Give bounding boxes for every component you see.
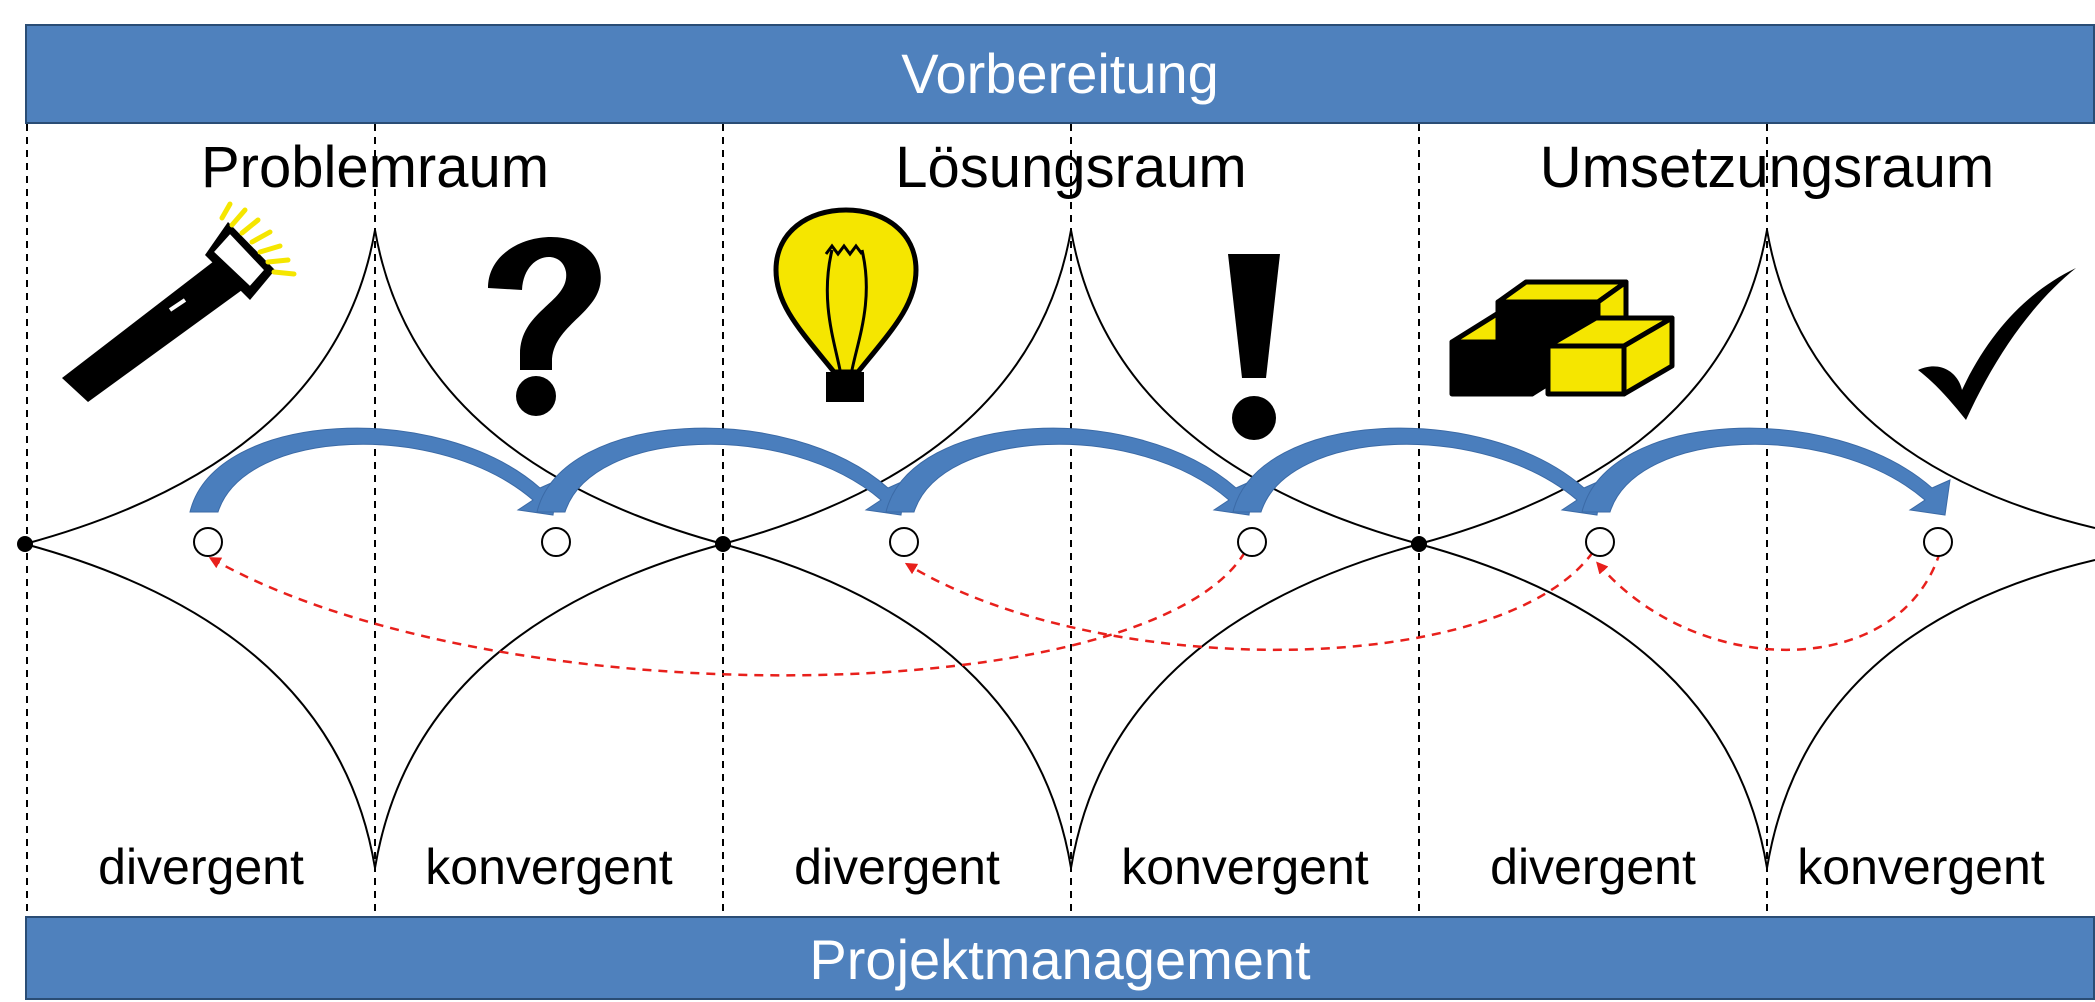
lightbulb-icon (773, 207, 919, 402)
forward-arrow (885, 427, 1255, 516)
footer-band: Projektmanagement (25, 916, 2095, 1000)
forward-arrow (536, 427, 907, 516)
header-title: Vorbereitung (901, 42, 1219, 105)
mode-label-divergent: divergent (1490, 839, 1696, 895)
mode-label-konvergent: konvergent (1797, 839, 2045, 895)
junction-dot (17, 536, 33, 552)
forward-arrow (189, 427, 559, 516)
stage-node (889, 527, 919, 557)
flashlight-icon (62, 201, 297, 402)
stage-node (541, 527, 571, 557)
feedback-arrows (208, 551, 1942, 677)
junction-dots (17, 536, 1427, 552)
junction-dot (715, 536, 731, 552)
feedback-arrow (208, 551, 1247, 677)
forward-arrows (189, 427, 1951, 516)
space-title-solution: Lösungsraum (895, 135, 1247, 200)
forward-arrow (1232, 427, 1603, 516)
diamond-outlines (21, 229, 2095, 869)
stage-nodes (193, 527, 1953, 557)
column-separators (26, 124, 1768, 916)
stage-node (1923, 527, 1953, 557)
exclamation-mark-icon (1228, 254, 1280, 440)
stage-node (193, 527, 223, 557)
mode-label-konvergent: konvergent (1121, 839, 1369, 895)
feedback-arrow (1596, 551, 1942, 652)
junction-dot (1411, 536, 1427, 552)
space-title-implementation: Umsetzungsraum (1539, 135, 1995, 200)
footer-title: Projektmanagement (809, 928, 1311, 991)
mode-label-divergent: divergent (98, 839, 304, 895)
diamond-shape-implementation (1418, 229, 2095, 869)
building-blocks-icon (1449, 279, 1675, 397)
checkmark-icon (1918, 268, 2076, 420)
question-mark-icon (488, 236, 601, 416)
header-band: Vorbereitung (25, 24, 2095, 124)
space-title-problem: Problemraum (200, 135, 550, 200)
mode-label-konvergent: konvergent (425, 839, 673, 895)
stage-node (1585, 527, 1615, 557)
forward-arrow (1581, 427, 1951, 516)
stage-node (1237, 527, 1267, 557)
mode-label-divergent: divergent (794, 839, 1000, 895)
